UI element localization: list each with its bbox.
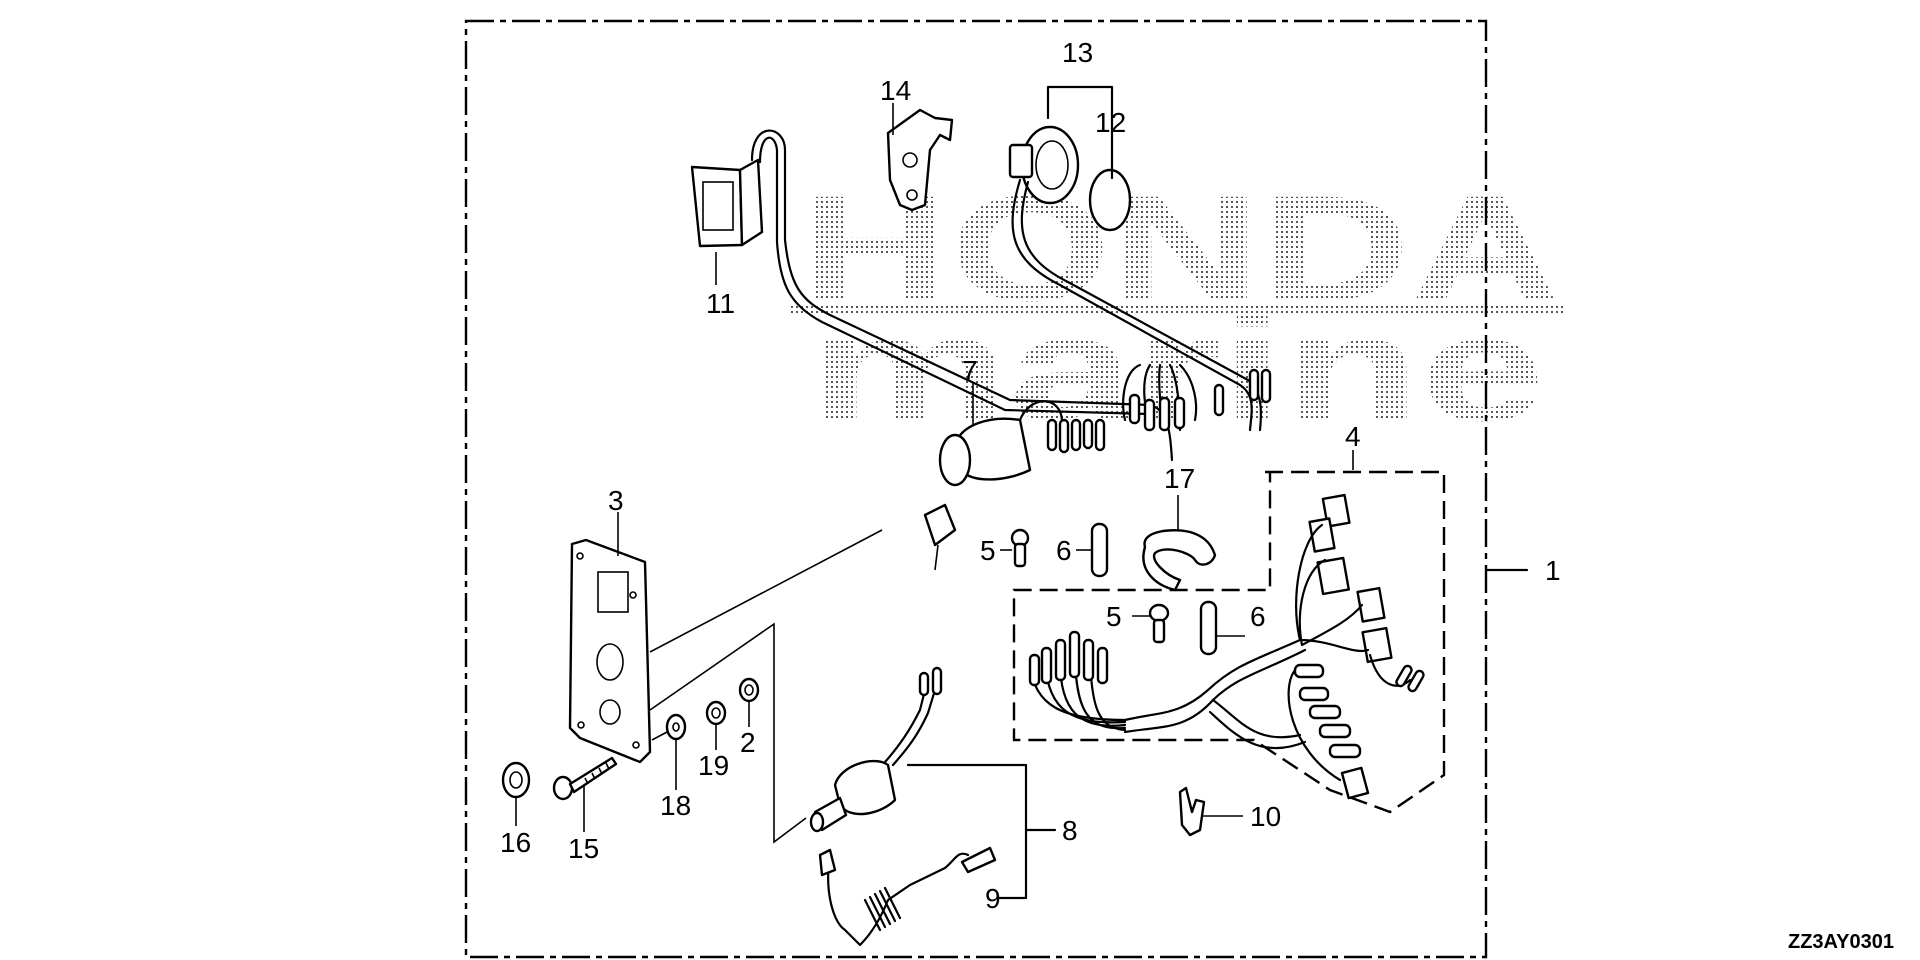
callout-6: 6 xyxy=(1056,535,1072,566)
watermark-bar xyxy=(790,305,1565,315)
ignition-switch-7 xyxy=(923,383,1106,571)
emergency-stop-switch-8 xyxy=(809,666,943,833)
buzzer-13 xyxy=(1008,125,1263,432)
lock-nut-16 xyxy=(501,761,531,826)
nut-2 xyxy=(738,677,760,727)
callout-14: 14 xyxy=(880,75,911,106)
kit-frame xyxy=(464,19,1488,959)
harness-connectors-upper xyxy=(1122,363,1272,432)
bracket-14 xyxy=(886,103,954,212)
callout-5: 5 xyxy=(980,535,996,566)
spring-washer-19 xyxy=(705,700,727,750)
callout-7: 7 xyxy=(962,355,978,386)
leader-13-12 xyxy=(1046,85,1114,180)
callout-9: 9 xyxy=(985,883,1001,914)
callout-13: 13 xyxy=(1062,37,1093,68)
callout-3: 3 xyxy=(608,485,624,516)
callout-15: 15 xyxy=(568,833,599,864)
wire-harness-4 xyxy=(1028,493,1425,800)
callout-10: 10 xyxy=(1250,801,1281,832)
leader-3-7 xyxy=(649,529,883,653)
callout-4: 4 xyxy=(1345,421,1361,452)
trim-switch-11 xyxy=(690,129,1174,462)
clip-10 xyxy=(1178,786,1243,837)
callout-1: 1 xyxy=(1545,555,1561,586)
callout-17: 17 xyxy=(1164,463,1195,494)
cable-band-17 xyxy=(1142,495,1217,592)
harness-group-frame xyxy=(1012,470,1446,814)
drawing-code: ZZ3AY0301 xyxy=(1788,931,1894,953)
switch-panel-plate-3 xyxy=(568,512,652,764)
callout-11: 11 xyxy=(706,288,735,319)
buzzer-cover-12 xyxy=(1088,168,1132,232)
collar-6b xyxy=(1199,600,1245,656)
callout-6b: 6 xyxy=(1250,601,1266,632)
screw-5b xyxy=(1132,603,1170,644)
collar-6 xyxy=(1076,522,1109,578)
screw-5 xyxy=(1000,528,1030,568)
callout-19: 19 xyxy=(698,750,729,781)
leader-3-8 xyxy=(649,622,807,844)
washer-18 xyxy=(651,713,687,790)
callout-18: 18 xyxy=(660,790,691,821)
callout-16: 16 xyxy=(500,827,531,858)
callout-8: 8 xyxy=(1062,815,1078,846)
leader-8-9 xyxy=(906,763,1028,900)
callout-12: 12 xyxy=(1095,107,1126,138)
callout-2: 2 xyxy=(740,727,756,758)
lanyard-9 xyxy=(818,846,997,947)
callout-5b: 5 xyxy=(1106,601,1122,632)
bolt-15 xyxy=(552,756,618,832)
